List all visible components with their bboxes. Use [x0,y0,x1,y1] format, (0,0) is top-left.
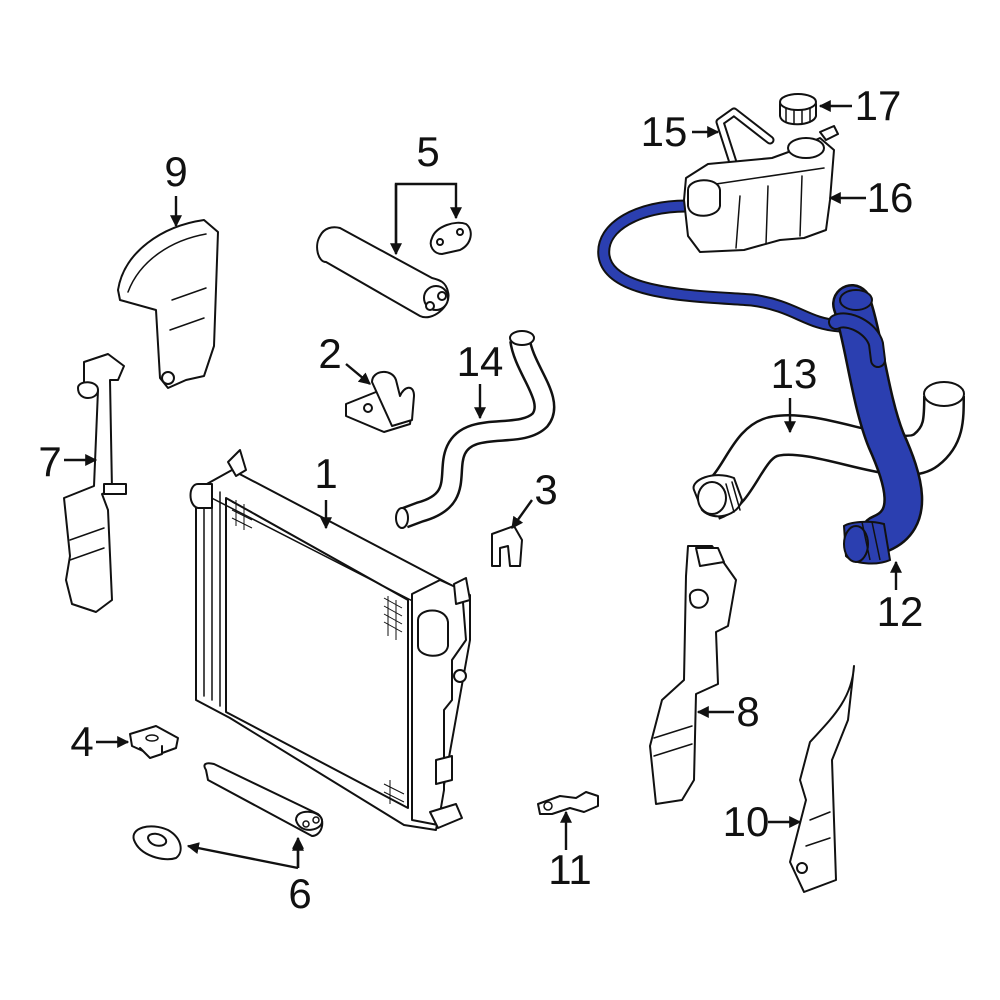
clip [491,525,523,567]
air-duct-upper [316,226,450,319]
air-guide-upper [117,219,219,389]
highlighted-upper-hose [597,199,924,565]
callout-17: 17 [855,82,902,129]
coolant-reservoir [683,125,839,253]
callout-15: 15 [641,108,688,155]
callout-11: 11 [548,846,592,893]
leader-lines [64,100,902,870]
callout-12: 12 [877,588,924,635]
callout-1: 1 [314,450,337,497]
mounting-bracket [345,371,415,433]
side-deflector [789,665,855,893]
bypass-hose [395,330,556,529]
callout-10: 10 [723,798,770,845]
callout-2: 2 [318,330,341,377]
radiator-hose [692,381,965,520]
radiator [189,449,471,831]
callout-14: 14 [457,338,504,385]
air-guide-left [63,353,127,613]
callout-16: 16 [867,174,914,221]
air-duct-lower [203,762,324,837]
callout-4: 4 [70,718,93,765]
grommet [129,725,179,759]
reservoir-cap [779,93,817,126]
temperature-sensor [537,791,599,815]
callout-3: 3 [534,466,557,513]
callout-13: 13 [771,350,818,397]
vent-hose [715,107,775,183]
air-guide-right [649,545,737,805]
callout-8: 8 [736,688,759,735]
callout-numbers: 1 2 3 4 5 6 7 8 9 10 11 12 13 14 15 16 1… [38,82,923,917]
duct-seal-upper [429,221,472,255]
callout-6: 6 [288,870,311,917]
duct-seal-lower [132,825,182,861]
callout-7: 7 [38,438,61,485]
callout-5: 5 [416,128,439,175]
callout-9: 9 [164,148,187,195]
